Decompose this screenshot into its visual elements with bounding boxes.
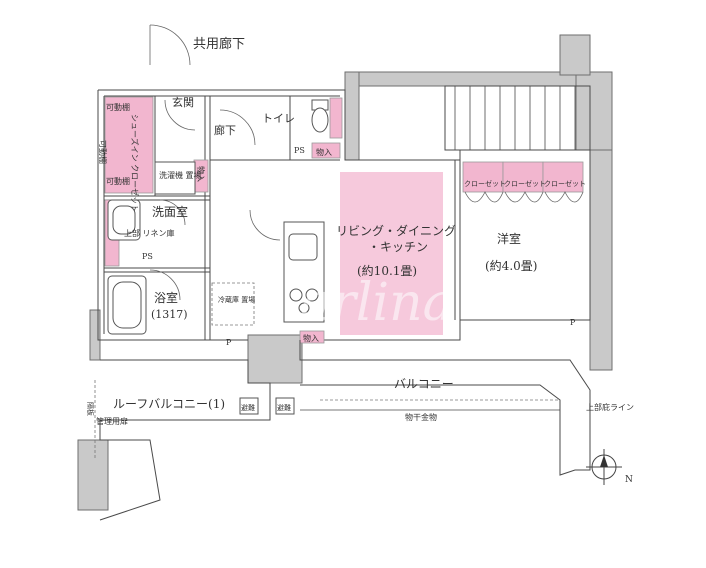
label-closet-3: クローゼット — [544, 179, 586, 188]
label-closet-1: クローゼット — [464, 179, 506, 188]
watermark: arlina — [300, 273, 454, 333]
label-storage-2: 物入 — [196, 166, 206, 182]
kitchen-sink — [283, 221, 325, 323]
label-entrance: 玄関 — [172, 95, 194, 109]
label-ldk-2: ・キッチン — [368, 240, 428, 254]
label-p-2: P — [570, 318, 576, 327]
wall-stair-core — [344, 71, 591, 87]
label-linen: 上部 リネン庫 — [124, 228, 175, 238]
washbasin — [107, 199, 141, 241]
label-drying-rack: 物干金物 — [405, 412, 437, 422]
wall-right-column — [589, 149, 613, 371]
label-ldk-1: リビング・ダイニング — [336, 223, 456, 238]
label-upper-eave: 上部庇ライン — [586, 402, 634, 412]
closet-doors — [464, 191, 584, 203]
label-outdoor-2: 避難 — [277, 403, 291, 412]
wall-sw-block — [77, 439, 109, 511]
outdoor-unit-2 — [275, 397, 295, 415]
closet-3 — [542, 161, 584, 193]
staircase — [444, 85, 591, 151]
label-bath: 浴室 — [154, 290, 178, 305]
label-compass: N — [625, 475, 633, 485]
fridge-space — [211, 282, 255, 326]
label-storage-1: 物入 — [316, 147, 332, 157]
label-shelf-1: 可動棚 — [106, 102, 130, 112]
label-ps-1: PS — [294, 146, 305, 155]
balcony-outline — [94, 340, 591, 521]
wall-top-small — [559, 34, 591, 76]
label-corridor: 共用廊下 — [193, 36, 245, 52]
label-fridge: 冷蔵庫 置場 — [218, 295, 255, 304]
shoe-closet-shelf — [104, 96, 154, 194]
unit-outline — [97, 89, 591, 341]
hall-storage-1 — [311, 142, 341, 159]
washing-machine — [154, 161, 196, 195]
toilet-fixture — [311, 99, 329, 133]
label-shelf-2: 可動棚 — [98, 140, 108, 164]
label-closet-2: クローゼット — [504, 179, 546, 188]
wall-column-mid — [247, 334, 303, 384]
kitchen-storage — [299, 330, 325, 344]
label-ps-2: PS — [142, 252, 153, 261]
closet-2 — [502, 161, 544, 193]
door-swings — [149, 24, 281, 301]
label-toilet: トイレ — [262, 112, 295, 125]
label-bath-size: (1317) — [151, 308, 188, 321]
wall-top-right — [575, 71, 613, 151]
interior-walls — [104, 96, 461, 340]
wall-column-left — [89, 309, 101, 361]
label-p-1: P — [226, 338, 232, 347]
bathtub — [107, 275, 147, 335]
label-bedroom: 洋室 — [497, 231, 521, 246]
ldk-highlight — [340, 172, 443, 335]
toilet-storage — [329, 97, 343, 139]
label-shoe-closet: シューズイン クローゼット — [130, 114, 140, 212]
compass-icon — [586, 449, 622, 485]
outdoor-unit-1 — [239, 397, 259, 415]
label-ldk-size: (約10.1畳) — [357, 263, 417, 278]
label-shelf-3: 可動棚 — [106, 176, 130, 186]
label-roof-balcony: ルーフバルコニー(1) — [113, 397, 225, 411]
label-outdoor-1: 避難 — [241, 403, 255, 412]
label-storage-3: 物入 — [303, 333, 319, 343]
label-washer: 洗濯機 置場 — [159, 170, 202, 180]
label-partition: 隔板 — [86, 402, 95, 416]
label-bedroom-size: (約4.0畳) — [485, 258, 537, 273]
wall-stair-left — [344, 71, 360, 161]
label-balcony: バルコニー — [394, 377, 454, 391]
label-hallway: 廊下 — [214, 123, 236, 137]
label-washroom: 洗面室 — [152, 204, 188, 219]
label-mgmt-door: 管理用扉 — [96, 416, 128, 426]
